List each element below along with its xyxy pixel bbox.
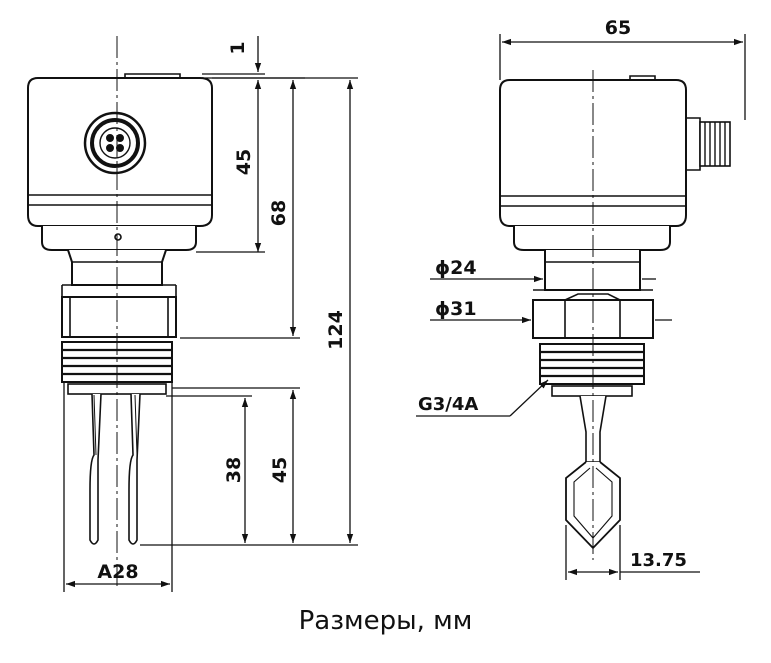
dim-thread: G3/4A xyxy=(418,394,478,415)
dim-fork-length: 38 xyxy=(223,457,245,483)
m12-connector-icon xyxy=(83,111,147,175)
dim-probe-length: 45 xyxy=(269,457,291,483)
side-view xyxy=(499,70,731,560)
dim-width: 65 xyxy=(605,17,631,39)
side-dimensions xyxy=(416,34,746,580)
dim-fork-width: A28 xyxy=(97,561,138,583)
front-view xyxy=(27,36,213,590)
technical-drawing: 1 45 68 124 38 45 A28 xyxy=(27,17,746,592)
dim-housing-height: 45 xyxy=(233,149,255,175)
side-connector-icon xyxy=(686,117,731,171)
front-dimensions xyxy=(63,36,358,592)
dim-tine-width: 13.75 xyxy=(630,550,687,571)
dim-dia-neck: ϕ24 xyxy=(435,257,477,279)
dim-dia-hex: ϕ31 xyxy=(435,298,477,320)
dim-total-length: 124 xyxy=(325,310,347,350)
dim-to-thread: 68 xyxy=(268,200,290,226)
dim-top-gap: 1 xyxy=(227,41,249,54)
caption: Размеры, мм xyxy=(298,606,473,636)
